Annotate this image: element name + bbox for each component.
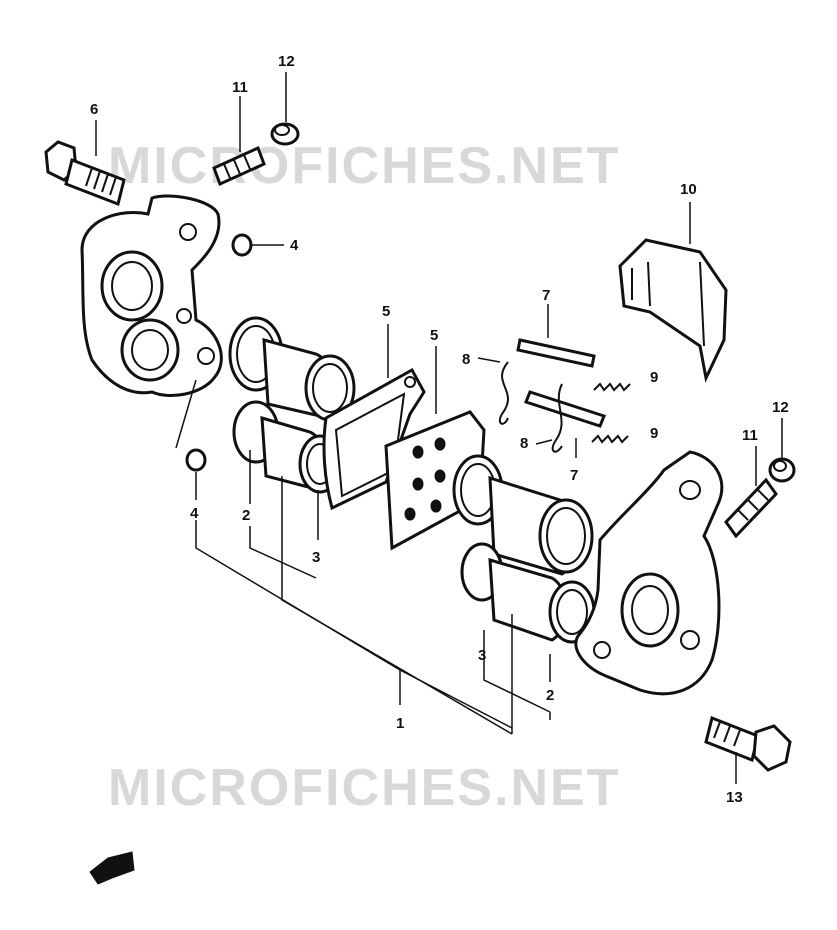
- pad-pin-7-bottom: [524, 390, 606, 428]
- callout-13: 13: [726, 789, 743, 806]
- cap-12-right: [768, 457, 796, 483]
- spring-9-top: [593, 382, 631, 392]
- callout-2-left: 2: [242, 507, 250, 524]
- piston-set-left: [228, 316, 356, 494]
- callout-3-right: 3: [478, 647, 486, 664]
- seal-ring-4-bottom: [185, 448, 207, 472]
- clip-8-bottom: [551, 383, 563, 453]
- callout-1: 1: [396, 715, 404, 732]
- callout-3-left: 3: [312, 549, 320, 566]
- seal-ring-4-top: [231, 233, 253, 257]
- bolt-6: [44, 140, 126, 207]
- piston-set-right: [452, 454, 596, 644]
- callout-2-right: 2: [546, 687, 554, 704]
- bleeder-screw-11-right: [724, 477, 778, 539]
- callout-9-top: 9: [650, 369, 658, 386]
- callout-6: 6: [90, 101, 98, 118]
- spring-9-bottom: [591, 434, 629, 444]
- callout-4-top: 4: [290, 237, 299, 254]
- callout-11-left: 11: [232, 79, 248, 96]
- callout-5-right: 5: [430, 327, 438, 344]
- brake-pad-5-right: [384, 410, 486, 551]
- clip-8-top: [498, 361, 509, 425]
- pad-spring-10: [618, 238, 728, 383]
- bolt-13: [704, 715, 792, 772]
- callout-5-left: 5: [382, 303, 390, 320]
- callout-9-bottom: 9: [650, 425, 658, 442]
- callout-7-top: 7: [542, 287, 550, 304]
- callout-8-bottom: 8: [520, 435, 528, 452]
- callout-11-right: 11: [742, 427, 758, 444]
- callout-12-left: 12: [278, 53, 295, 70]
- caliper-body-right: [574, 450, 724, 696]
- callout-8-top: 8: [462, 351, 470, 368]
- callout-12-right: 12: [772, 399, 789, 416]
- leader-lines: [95, 72, 783, 784]
- callout-7-bottom: 7: [570, 467, 578, 484]
- callout-10: 10: [680, 181, 697, 198]
- cap-12-left: [270, 122, 300, 146]
- front-direction-arrow-icon: [89, 851, 135, 885]
- caliper-body-left: [80, 194, 223, 397]
- pad-pin-7-top: [516, 338, 596, 368]
- callout-4-bottom: 4: [190, 505, 199, 522]
- bleeder-screw-11-left: [212, 145, 266, 187]
